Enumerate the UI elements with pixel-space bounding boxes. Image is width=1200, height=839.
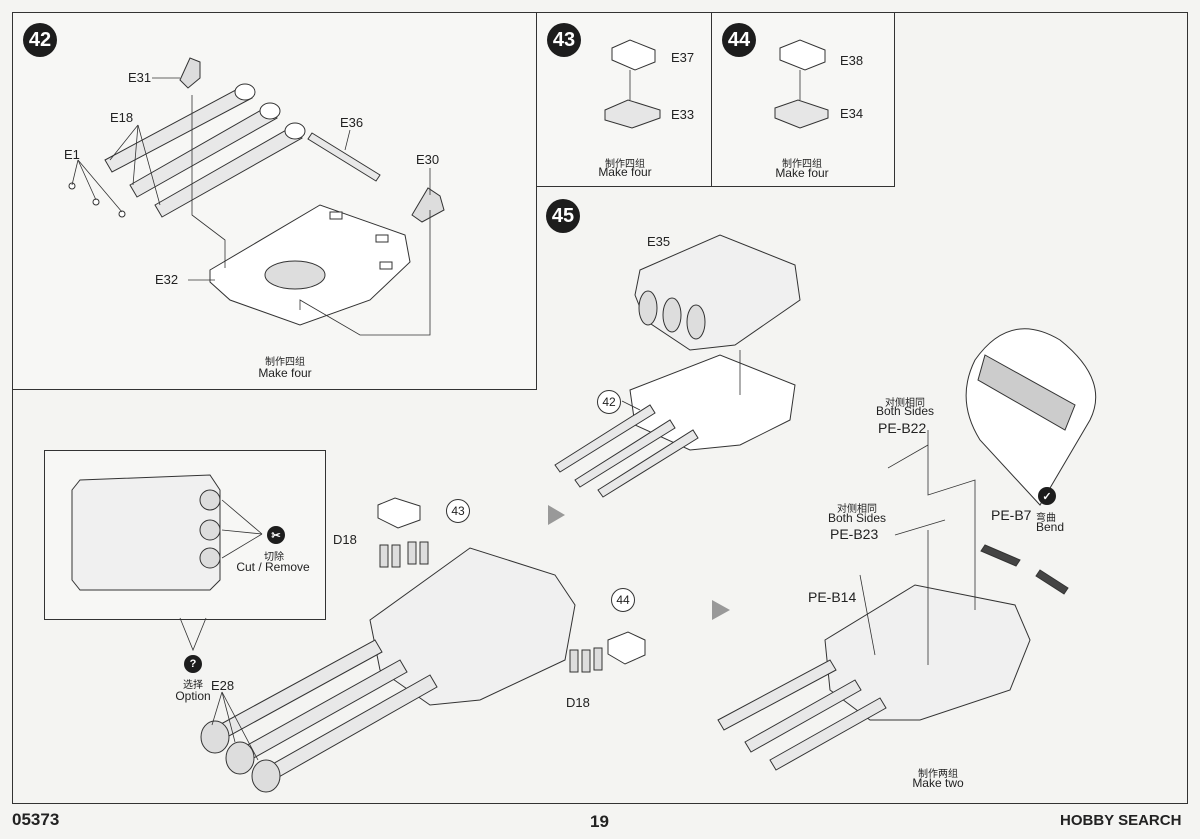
part-label-e35: E35 (647, 234, 671, 249)
pe-label-b22: PE-B22 (878, 420, 927, 436)
part-label-d18-bottom: D18 (566, 695, 590, 710)
bend-icon: ✓ (1038, 487, 1056, 505)
both-sides-en-2: Both Sides (827, 511, 887, 525)
pe-b7-part (980, 544, 1021, 567)
part-label-e36: E36 (340, 115, 364, 130)
part-e33 (604, 99, 661, 129)
step-43-badge: 43 (547, 23, 581, 57)
part-e34 (774, 99, 829, 129)
both-sides-en-1: Both Sides (875, 404, 935, 418)
barbette-hole (264, 260, 326, 290)
part-label-e1: E1 (64, 147, 80, 162)
both-sides-cn-2: 对侧相同 (837, 504, 877, 515)
pe-label-b14: PE-B14 (808, 589, 857, 605)
part-43-sub (377, 497, 421, 529)
part-label-e31: E31 (128, 70, 152, 85)
cut-label-cn: 切除 (264, 552, 284, 563)
gun-barrel (129, 104, 278, 198)
step-44-caption-cn: 制作四组 (782, 159, 822, 170)
part-label-e18: E18 (110, 110, 134, 125)
page-number: 19 (590, 812, 609, 831)
step-45-caption-en: Make two (912, 776, 964, 790)
step-45-caption-cn: 制作两组 (918, 769, 958, 780)
inset-turret-topview (71, 474, 221, 591)
turret-assembly-right (824, 584, 1031, 721)
step-43-caption-cn: 制作四组 (605, 159, 645, 170)
part-label-e34: E34 (840, 106, 864, 121)
pe-label-b23: PE-B23 (830, 526, 879, 542)
gun-barrel (744, 679, 862, 753)
option-label-cn: 选择 (183, 680, 203, 691)
gun-barrel (574, 419, 676, 488)
main-panel (12, 12, 1188, 804)
step-44-caption-en: Make four (775, 166, 829, 180)
pe-b7-part (1035, 569, 1069, 595)
part-label-e32: E32 (155, 272, 179, 287)
ref-step-43: 43 (446, 499, 470, 523)
bracket-e31 (179, 57, 201, 89)
axle-rod (307, 132, 381, 182)
bend-label-en: Bend (1035, 520, 1065, 534)
cut-label-en: Cut / Remove (236, 560, 310, 574)
bend-label-cn: 弯曲 (1036, 513, 1056, 524)
scissors-icon: ✂ (267, 526, 285, 544)
step-42-caption-cn: 制作四组 (265, 357, 305, 368)
part-label-e37: E37 (671, 50, 695, 65)
step-42-badge: 42 (23, 23, 57, 57)
pe-label-b7: PE-B7 (991, 507, 1032, 523)
gun-barrel (769, 697, 887, 771)
ref-step-44: 44 (611, 588, 635, 612)
part-label-e28: E28 (211, 678, 235, 693)
plate-detail (329, 211, 343, 220)
step-44-badge: 44 (722, 23, 756, 57)
plate-detail (379, 261, 393, 270)
ref-step-42: 42 (597, 390, 621, 414)
gun-barrel (597, 429, 699, 498)
step-43-caption-en: Make four (598, 165, 652, 179)
part-44-sub (607, 631, 646, 665)
part-label-d18-top: D18 (333, 532, 357, 547)
step-arrow-icon (548, 505, 730, 620)
option-label-en: Option (175, 689, 211, 703)
turret-hood-e35 (634, 234, 801, 351)
bracket-e30 (411, 187, 445, 223)
both-sides-cn-1: 对侧相同 (885, 398, 925, 409)
turret-assembly-left (369, 547, 576, 706)
watermark: HOBBY SEARCH (1060, 812, 1182, 829)
gun-barrel (717, 659, 837, 731)
part-label-e33: E33 (671, 107, 695, 122)
part-e37 (611, 39, 656, 71)
step-42-caption-en: Make four (258, 366, 312, 380)
kit-number: 05373 (12, 810, 60, 829)
gun-barrel (554, 404, 656, 473)
step-45-badge: 45 (546, 199, 580, 233)
part-e38 (779, 39, 826, 71)
part-label-e30: E30 (416, 152, 440, 167)
step-42-panel (12, 12, 537, 390)
question-icon: ? (184, 655, 202, 673)
plate-detail (375, 234, 389, 243)
part-label-e38: E38 (840, 53, 864, 68)
